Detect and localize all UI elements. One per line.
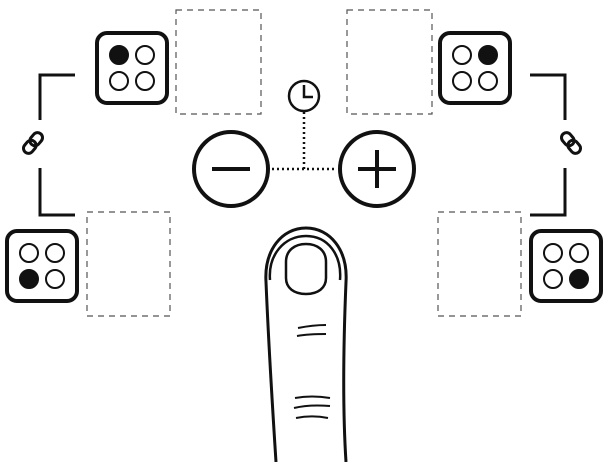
link-icon (21, 131, 44, 156)
display-box-top-right (347, 10, 432, 114)
display-box-bottom-right (438, 212, 521, 316)
zone-icon-top-left[interactable] (97, 33, 167, 103)
dotted-connector (272, 112, 336, 169)
link-line-left (40, 75, 75, 215)
link-icon (559, 131, 582, 156)
zone-icon-top-right[interactable] (440, 33, 510, 103)
display-box-top-left (176, 10, 261, 114)
clock-icon[interactable] (289, 81, 319, 111)
finger-icon (266, 228, 346, 462)
minus-button[interactable] (194, 132, 268, 206)
link-line-right (530, 75, 565, 215)
plus-button[interactable] (340, 132, 414, 206)
display-box-bottom-left (87, 212, 170, 316)
zone-icon-bottom-right[interactable] (531, 231, 601, 301)
zone-icon-bottom-left[interactable] (7, 231, 77, 301)
